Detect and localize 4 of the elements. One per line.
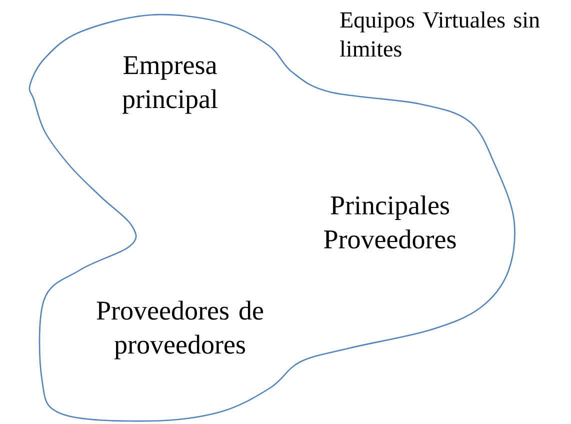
- region-text: Principales Proveedores: [324, 196, 456, 248]
- region-text: Proveedores de proveedores: [96, 300, 264, 360]
- note-text: Equipos Virtuales sin limites: [340, 12, 540, 57]
- region-text: Empresa principal: [122, 56, 218, 114]
